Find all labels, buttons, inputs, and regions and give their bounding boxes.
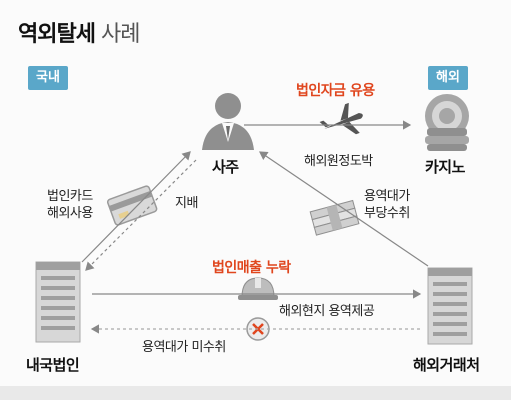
arrow-owner-controls-company [85, 159, 197, 271]
not-received-icon [246, 317, 270, 341]
node-owner: 사주 [212, 158, 239, 176]
label-card-use: 법인카드 해외사용 [47, 188, 93, 222]
owner-icon [202, 93, 254, 150]
label-card-use-line2: 해외사용 [47, 206, 93, 221]
credit-card-icon [106, 185, 158, 226]
label-control: 지배 [175, 196, 198, 211]
company-building-icon [35, 261, 81, 343]
label-card-use-line1: 법인카드 [47, 189, 93, 204]
domestic-tag: 국내 [28, 66, 68, 90]
label-overcharge-line1: 용역대가 [364, 189, 410, 204]
label-omit-sales: 법인매출 누락 [212, 260, 291, 276]
arrow-company-to-owner [81, 151, 191, 263]
arrow-partner-to-owner [259, 151, 429, 267]
partner-building-icon [427, 267, 473, 345]
plane-icon [319, 102, 363, 135]
node-company: 내국법인 [26, 356, 80, 374]
node-casino: 카지노 [425, 158, 465, 176]
money-stack-icon [309, 199, 360, 236]
label-service-provide: 해외현지 용역제공 [279, 304, 375, 319]
label-overseas-gambling: 해외원정도박 [304, 154, 373, 169]
title-main: 역외탈세 [18, 22, 96, 47]
casino-chips-icon [425, 94, 469, 151]
label-unpaid: 용역대가 미수취 [142, 340, 226, 355]
title-sub: 사례 [100, 22, 140, 47]
hard-hat-icon [238, 277, 278, 300]
overseas-tag: 해외 [428, 66, 468, 90]
label-overcharge-line2: 부당수취 [364, 206, 410, 221]
label-misuse-funds: 법인자금 유용 [296, 83, 375, 99]
node-partner: 해외거래처 [413, 356, 480, 374]
bottom-bar [0, 386, 511, 400]
label-overcharge: 용역대가 부당수취 [364, 188, 410, 222]
